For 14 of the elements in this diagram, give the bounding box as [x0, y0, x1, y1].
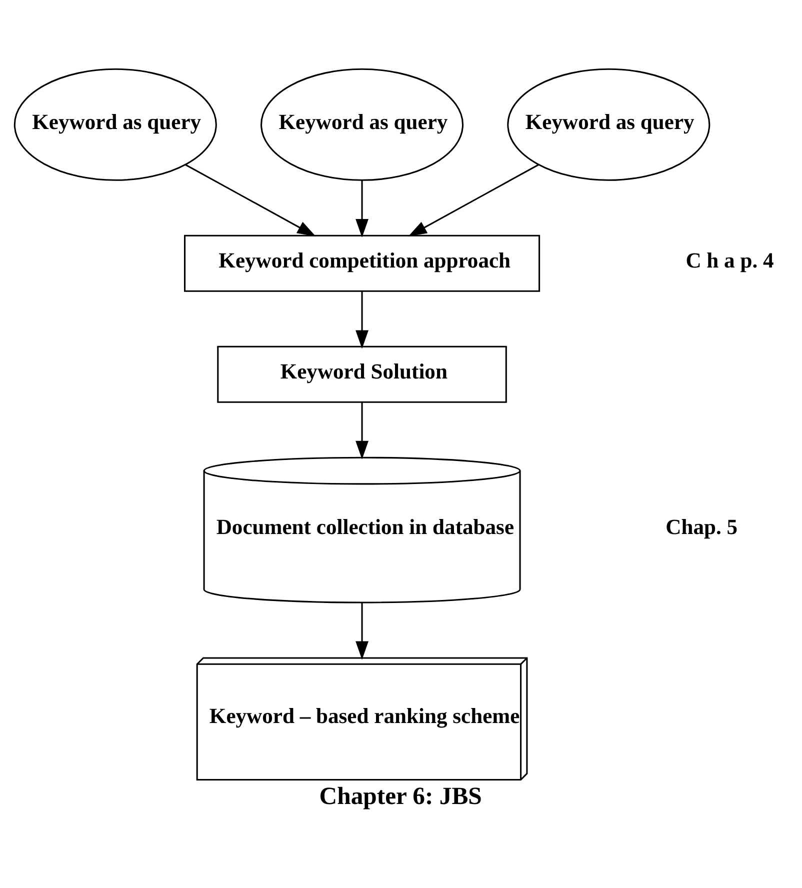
label: C h a p. 4: [686, 248, 774, 272]
node-box: Keyword Solution: [217, 345, 507, 402]
node-ellipse: Keyword as query: [507, 68, 710, 180]
node-ellipse: Keyword as query: [14, 68, 217, 180]
arrow: [408, 164, 540, 236]
arrow: [356, 402, 368, 459]
arrow: [356, 291, 368, 348]
arrow: [356, 180, 368, 238]
label: Chap. 5: [666, 514, 738, 539]
node-box: Keyword competition approach: [184, 234, 540, 292]
arrow: [356, 602, 368, 660]
arrow: [185, 164, 316, 236]
caption: Chapter 6: JBS: [319, 782, 482, 810]
node-ellipse: Keyword as query: [260, 68, 464, 180]
